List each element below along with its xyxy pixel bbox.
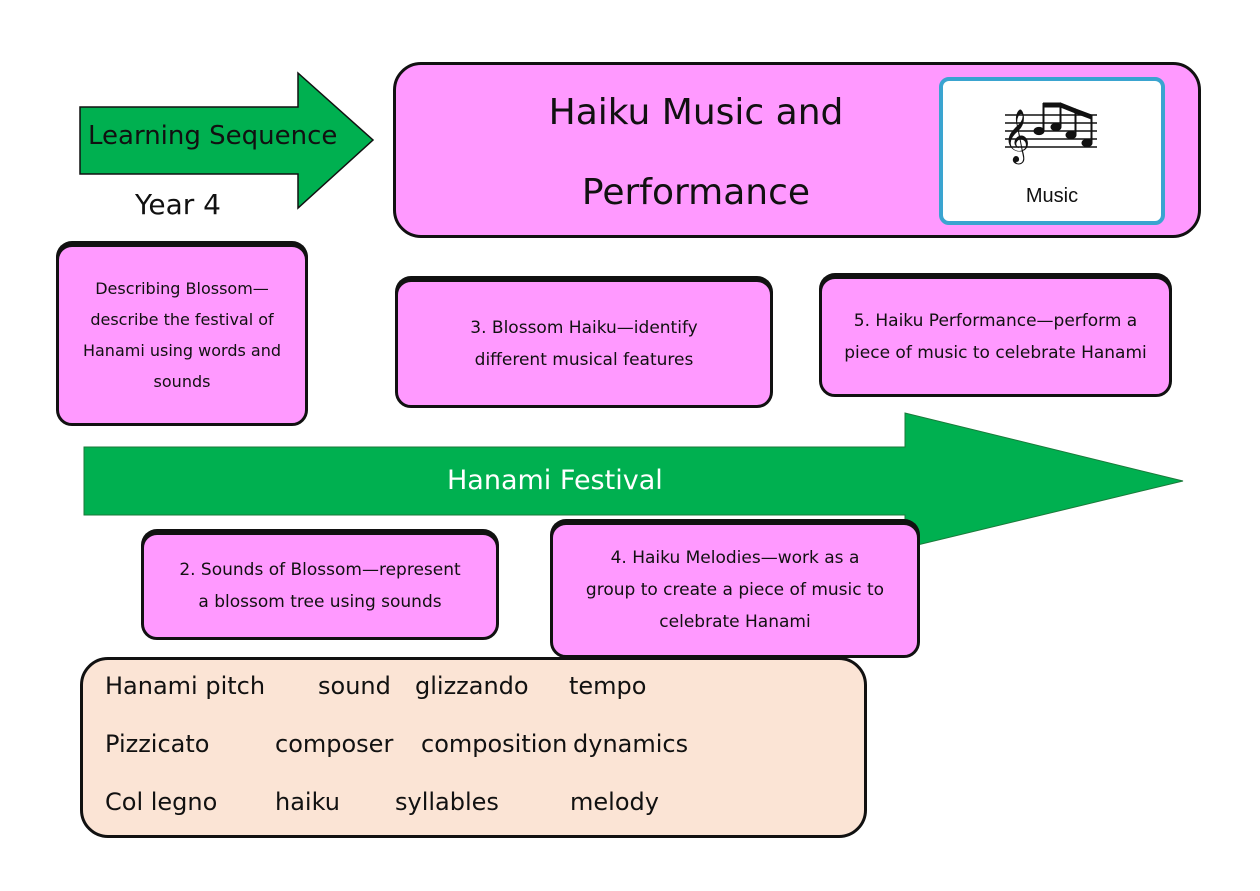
year-label: Year 4 [135,188,221,221]
lesson-3-text: 3. Blossom Haiku—identify different musi… [470,317,698,370]
vocabulary-row: Hanami pitch sound glizzando tempo [105,672,854,712]
music-card: 𝄞 Music [939,77,1165,225]
lesson-3-card: 3. Blossom Haiku—identify different musi… [395,279,773,408]
lesson-1-text: Describing Blossom— describe the festiva… [82,279,282,391]
vocabulary-word: composer [275,730,394,758]
vocabulary-row: Col legno haiku syllables melody [105,788,854,828]
learning-sequence-arrow [79,71,375,210]
learning-sequence-label: Learning Sequence [88,121,338,151]
hanami-festival-arrow [83,412,1184,549]
vocabulary-word: composition [421,730,568,758]
lesson-2-card: 2. Sounds of Blossom—represent a blossom… [141,532,499,640]
vocabulary-word: glizzando [415,672,529,700]
vocabulary-word: melody [570,788,659,816]
vocabulary-word: dynamics [573,730,689,758]
vocabulary-word: Hanami pitch [105,672,266,700]
lesson-1-card: Describing Blossom— describe the festiva… [56,244,308,426]
lesson-4-text: 4. Haiku Melodies—work as a group to cre… [585,548,885,632]
svg-text:𝄞: 𝄞 [1003,108,1030,164]
title-banner: Haiku Music and Performance 𝄞 [393,62,1201,238]
lesson-2-text: 2. Sounds of Blossom—represent a blossom… [179,560,461,612]
hanami-festival-label: Hanami Festival [447,465,663,496]
music-notes-icon: 𝄞 [1003,102,1097,164]
vocabulary-word: Pizzicato [105,730,210,758]
vocabulary-word: haiku [275,788,340,816]
vocabulary-word: Col legno [105,788,218,816]
vocabulary-word: tempo [569,672,647,700]
vocabulary-row: Pizzicato composer composition dynamics [105,730,854,770]
music-card-label: Music [1025,185,1079,207]
vocabulary-box: Hanami pitch sound glizzando tempo Pizzi… [80,657,867,838]
lesson-5-text: 5. Haiku Performance—perform a piece of … [844,310,1147,363]
page-title: Haiku Music and Performance [548,92,844,213]
vocabulary-word: sound [318,672,391,700]
lesson-5-card: 5. Haiku Performance—perform a piece of … [819,276,1172,397]
lesson-4-card: 4. Haiku Melodies—work as a group to cre… [550,522,920,658]
vocabulary-word: syllables [395,788,499,816]
